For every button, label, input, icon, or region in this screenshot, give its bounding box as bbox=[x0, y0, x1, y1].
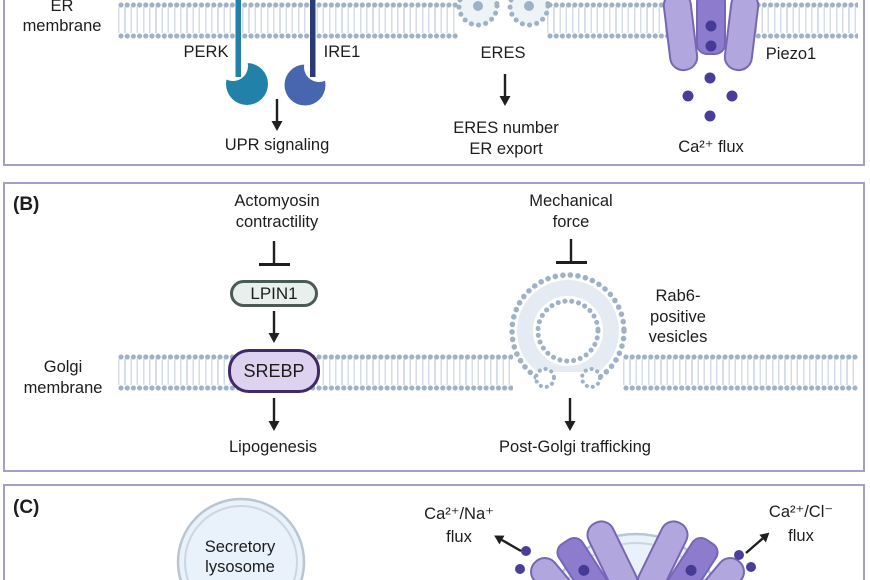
ion-dots-right bbox=[734, 550, 756, 572]
secretory-lysosome bbox=[176, 497, 306, 580]
secretory-lysosome-label: Secretory lysosome bbox=[204, 538, 276, 576]
ion-dots-left bbox=[515, 546, 531, 574]
mechanical-force-label: Mechanical force bbox=[529, 192, 613, 231]
ca-flux-label: Ca²⁺ flux bbox=[678, 138, 744, 156]
srebp-node: SREBP bbox=[228, 349, 320, 393]
eres-exit-site-icon bbox=[456, 0, 551, 28]
post-golgi-arrow bbox=[564, 398, 576, 431]
er-membrane-label: ER membrane bbox=[22, 0, 102, 35]
perk-label: PERK bbox=[183, 43, 229, 61]
eres-outcome-label: ERES number ER export bbox=[453, 119, 559, 158]
lipogenesis-label: Lipogenesis bbox=[228, 438, 318, 456]
srebp-lipogenesis-arrow bbox=[268, 398, 280, 431]
post-golgi-label: Post-Golgi trafficking bbox=[499, 438, 651, 456]
upr-arrow bbox=[271, 99, 283, 131]
upr-signaling-label: UPR signaling bbox=[224, 136, 330, 154]
actomyosin-label: Actomyosin contractility bbox=[234, 192, 320, 231]
ire1-receptor-icon bbox=[284, 0, 334, 106]
eres-label: ERES bbox=[480, 44, 526, 62]
ca-na-flux-arrow bbox=[494, 535, 522, 553]
ca-cl-flux-arrow bbox=[745, 532, 770, 554]
inhibition-tbar-actomyosin bbox=[259, 241, 290, 266]
eres-arrow bbox=[499, 74, 511, 106]
lpin1-label: LPIN1 bbox=[250, 283, 298, 303]
lpin1-node: LPIN1 bbox=[230, 280, 318, 307]
lpin1-srebp-arrow bbox=[268, 311, 280, 343]
perk-receptor-icon bbox=[218, 0, 268, 105]
rab6-vesicle-bud-icon bbox=[509, 272, 627, 396]
er-membrane bbox=[749, 2, 858, 39]
calcium-ions bbox=[682, 72, 738, 122]
ca-cl-flux-label: Ca²⁺/Cl⁻ flux bbox=[768, 503, 834, 545]
panel-b-box bbox=[3, 182, 865, 472]
ire1-label: IRE1 bbox=[323, 43, 361, 61]
golgi-membrane-label: Golgi membrane bbox=[23, 358, 103, 397]
ca-na-flux-label: Ca²⁺/Na⁺ flux bbox=[424, 505, 494, 546]
er-membrane bbox=[547, 2, 673, 39]
er-membrane bbox=[118, 2, 458, 39]
panel-a-box bbox=[3, 0, 865, 166]
panel-b-letter: (B) bbox=[13, 194, 40, 215]
inhibition-tbar-mechanical bbox=[556, 239, 587, 264]
golgi-membrane bbox=[623, 354, 858, 391]
panel-c-box bbox=[3, 484, 865, 580]
srebp-label: SREBP bbox=[243, 360, 305, 381]
rab6-vesicles-label: Rab6- positive vesicles bbox=[648, 287, 708, 346]
piezo1-channel-icon bbox=[661, 0, 761, 73]
panel-c-letter: (C) bbox=[13, 497, 40, 518]
piezo1-label: Piezo1 bbox=[765, 45, 817, 63]
